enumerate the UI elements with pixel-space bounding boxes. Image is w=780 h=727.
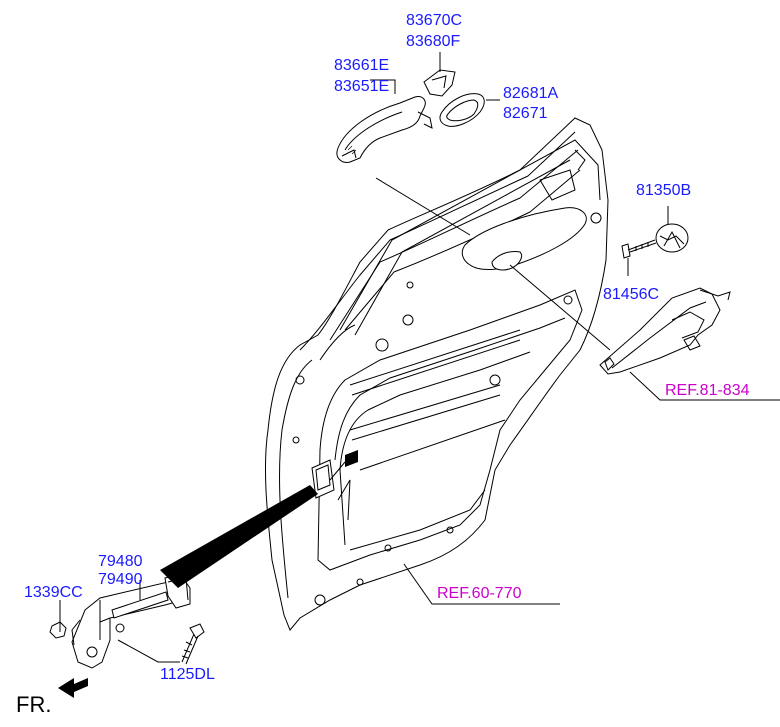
leader-lines bbox=[59, 52, 780, 663]
label-83680f: 83680F bbox=[406, 33, 460, 50]
reference-81-834: REF.81-834 bbox=[665, 382, 750, 399]
front-direction-arrow bbox=[58, 678, 88, 698]
outside-door-handle bbox=[336, 96, 433, 163]
handle-bracket-assembly bbox=[599, 287, 731, 375]
label-83651e: 83651E bbox=[334, 78, 389, 95]
label-79480: 79480 bbox=[98, 553, 143, 570]
reference-60-770: REF.60-770 bbox=[437, 585, 522, 602]
label-1339cc: 1339CC bbox=[24, 584, 83, 601]
door-checker bbox=[49, 573, 205, 669]
rear-door-panel bbox=[264, 117, 609, 631]
label-82681a: 82681A bbox=[503, 85, 558, 102]
label-83670c: 83670C bbox=[406, 12, 462, 29]
label-81350b: 81350B bbox=[636, 182, 691, 199]
label-81456c: 81456C bbox=[603, 286, 659, 303]
label-82671: 82671 bbox=[503, 105, 548, 122]
handle-cover-cap bbox=[423, 69, 456, 97]
front-label: FR. bbox=[16, 692, 51, 717]
screw-81456c bbox=[621, 239, 657, 259]
callout-wedge bbox=[160, 485, 318, 588]
striker-cover bbox=[655, 223, 689, 253]
label-1125dl: 1125DL bbox=[160, 666, 215, 683]
label-83661e: 83661E bbox=[334, 57, 389, 74]
handle-gasket bbox=[439, 93, 485, 127]
label-79490: 79490 bbox=[98, 571, 143, 588]
